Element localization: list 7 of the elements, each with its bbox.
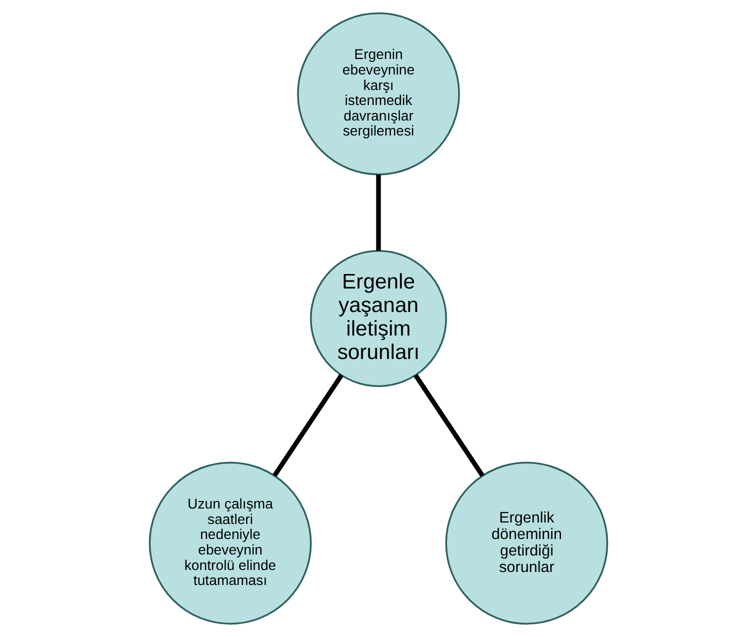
connector [376,174,380,251]
node-circle: Uzun çalışma saatleri nedeniyle ebeveynin kontrolü elinde tutamaması [148,462,312,625]
node-circle: Ergenin ebeveynine karşı istenmedik davranışlar sergilemesi [296,12,460,176]
connector [413,374,484,478]
node-circle: Ergenle yaşanan iletişim sorunları [309,250,447,388]
connector [272,374,343,478]
node-circle: Ergenlik döneminin getirdiği sorunlar [444,462,608,625]
